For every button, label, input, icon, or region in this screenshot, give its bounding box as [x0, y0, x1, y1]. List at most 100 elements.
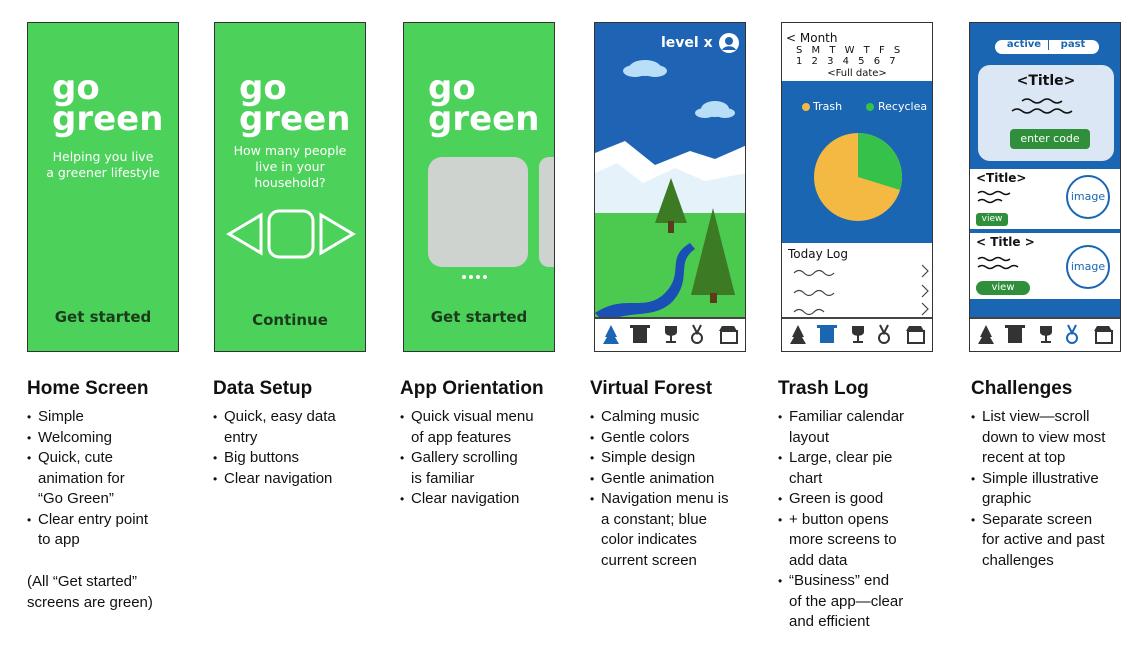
- nav-bar: [970, 317, 1120, 351]
- item-text-lines: [977, 190, 1011, 204]
- item-image: image: [1066, 175, 1110, 219]
- note-item: Quick, cute animation for “Go Green”: [27, 448, 148, 510]
- item-image: image: [1066, 245, 1110, 289]
- continue-button[interactable]: Continue: [252, 311, 328, 329]
- app-orientation-notes: Quick visual menu of app features Galler…: [400, 407, 534, 510]
- medal-nav-icon: [691, 324, 703, 344]
- home-screen-mockup: go green Helping you live a greener life…: [27, 22, 179, 352]
- store-nav-icon: [906, 326, 925, 344]
- app-orientation-title: App Orientation: [400, 378, 544, 399]
- medal-nav-icon: [1066, 324, 1078, 344]
- cloud-icon: [695, 101, 735, 118]
- month-selector[interactable]: < Month: [786, 31, 838, 45]
- green-screens-note: (All “Get started” screens are green): [27, 573, 153, 611]
- medal-nav-icon: [878, 324, 890, 344]
- note-item: Gentle animation: [590, 469, 729, 490]
- card-title: <Title>: [1016, 73, 1076, 89]
- challenge-list-item[interactable]: < Title > view image: [970, 233, 1120, 299]
- item-title: <Title>: [976, 171, 1027, 185]
- data-setup-title: Data Setup: [213, 378, 313, 399]
- note-item: Clear entry point to app: [27, 510, 148, 551]
- recycle-legend-dot: [866, 103, 874, 111]
- tab-active[interactable]: active: [1006, 39, 1042, 50]
- tree-icon: [691, 208, 735, 303]
- challenges-mockup: active past <Title> enter code <Title> v…: [969, 22, 1121, 352]
- challenges-notes: List view—scroll down to view most recen…: [971, 407, 1105, 571]
- chevron-right-icon: [921, 284, 929, 298]
- trophy-nav-icon: [665, 326, 677, 343]
- virtual-forest-notes: Calming music Gentle colors Simple desig…: [590, 407, 729, 571]
- note-item: + button opens more screens to add data: [778, 510, 904, 572]
- trash-legend-dot: [802, 103, 810, 111]
- note-item: Quick, easy data entry: [213, 407, 336, 448]
- pagination-dots: [462, 275, 487, 279]
- challenge-list-item[interactable]: <Title> view image: [970, 169, 1120, 229]
- log-entries[interactable]: [782, 259, 933, 319]
- forest-scene: [595, 60, 745, 323]
- store-nav-icon: [1094, 326, 1113, 344]
- date-row[interactable]: 1 2 3 4 5 6 7: [796, 56, 899, 67]
- nav-bar: [782, 317, 932, 351]
- today-log-title: Today Log: [788, 247, 848, 261]
- get-started-button[interactable]: Get started: [430, 308, 528, 326]
- gallery-card-next[interactable]: [539, 157, 554, 267]
- chevron-right-icon: [921, 264, 929, 278]
- forest-nav-icon: [790, 325, 806, 344]
- right-arrow-icon: [319, 212, 356, 256]
- tab-past[interactable]: past: [1048, 39, 1097, 50]
- note-item: Familiar calendar layout: [778, 407, 904, 448]
- view-button[interactable]: view: [976, 281, 1030, 295]
- trash-legend-label: Trash: [813, 100, 843, 113]
- trophy-nav-icon: [852, 326, 864, 343]
- card-text-lines: [1011, 98, 1073, 114]
- trash-nav-icon: [1005, 325, 1025, 343]
- virtual-forest-title: Virtual Forest: [590, 378, 713, 399]
- note-item: Clear navigation: [213, 469, 336, 490]
- forest-nav-icon: [978, 325, 994, 344]
- note-item: Simple design: [590, 448, 729, 469]
- get-started-button[interactable]: Get started: [54, 308, 152, 326]
- tagline: Helping you live a greener lifestyle: [46, 149, 160, 180]
- forest-nav-icon: [603, 325, 619, 344]
- note-item: Clear navigation: [400, 489, 534, 510]
- note-item: Large, clear pie chart: [778, 448, 904, 489]
- featured-challenge-card[interactable]: <Title> enter code: [978, 65, 1114, 161]
- note-item: Separate screen for active and past chal…: [971, 510, 1105, 572]
- note-item: Simple illustrative graphic: [971, 469, 1105, 510]
- go-green-logo: go green: [52, 68, 164, 139]
- home-screen-notes: Simple Welcoming Quick, cute animation f…: [27, 407, 148, 551]
- chevron-right-icon: [921, 302, 929, 316]
- note-item: Gallery scrolling is familiar: [400, 448, 534, 489]
- full-date-label: <Full date>: [827, 68, 887, 79]
- avatar-icon[interactable]: [717, 31, 741, 55]
- number-picker[interactable]: [215, 199, 366, 269]
- trophy-nav-icon: [1040, 326, 1052, 343]
- app-orientation-mockup: go green Get started: [403, 22, 555, 352]
- trash-log-title: Trash Log: [778, 378, 869, 399]
- item-title: < Title >: [976, 235, 1035, 249]
- trash-log-notes: Familiar calendar layout Large, clear pi…: [778, 407, 904, 633]
- note-item: Green is good: [778, 489, 904, 510]
- data-setup-mockup: go green How many people live in your ho…: [214, 22, 366, 352]
- note-item: Simple: [27, 407, 148, 428]
- note-item: Calming music: [590, 407, 729, 428]
- tab-switch: [994, 39, 1100, 55]
- pie-slice-recycle: [858, 133, 902, 190]
- left-arrow-icon: [226, 212, 263, 256]
- recycle-legend-label: Recyclea: [878, 100, 928, 113]
- note-item: Big buttons: [213, 448, 336, 469]
- view-button[interactable]: view: [976, 213, 1008, 226]
- note-item: List view—scroll down to view most recen…: [971, 407, 1105, 469]
- gallery-card[interactable]: [428, 157, 528, 267]
- picker-box: [267, 209, 315, 259]
- challenges-title: Challenges: [971, 378, 1073, 399]
- go-green-logo: go green: [428, 68, 540, 139]
- note-item: Gentle colors: [590, 428, 729, 449]
- trash-nav-icon: [817, 325, 837, 343]
- household-question: How many people live in your household?: [233, 143, 347, 190]
- note-item: Navigation menu is a constant; blue colo…: [590, 489, 729, 571]
- enter-code-button[interactable]: enter code: [1010, 129, 1090, 149]
- chart-panel: Trash Recyclea: [782, 81, 932, 243]
- store-nav-icon: [719, 326, 738, 344]
- go-green-logo: go green: [239, 68, 351, 139]
